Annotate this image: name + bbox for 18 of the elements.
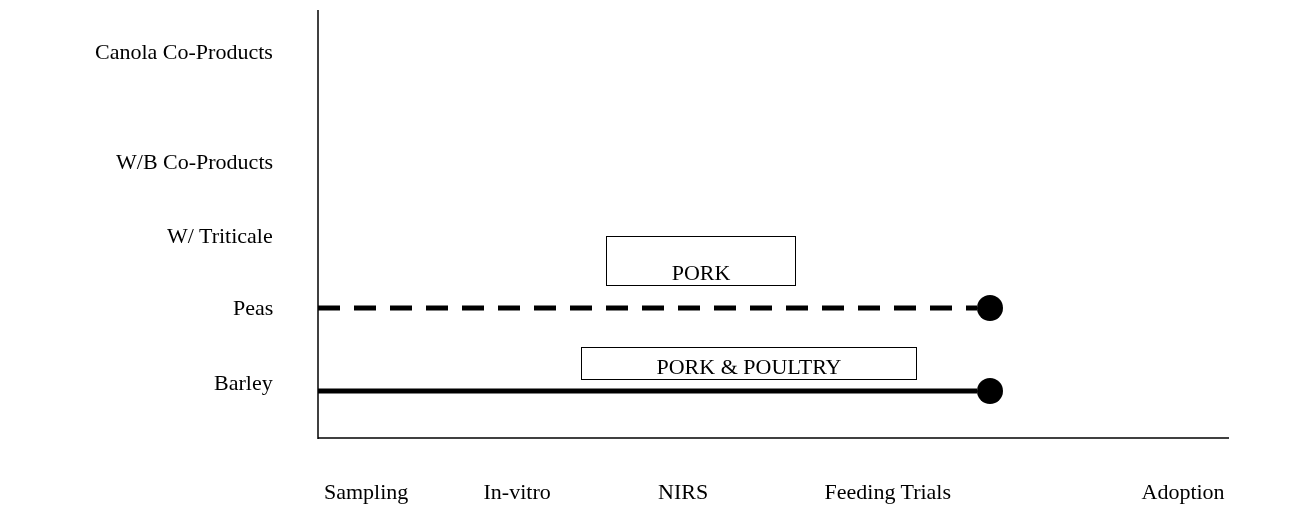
box-label: PORK & POULTRY [656, 355, 842, 379]
box-label: PORK [671, 261, 731, 285]
row-label: Barley [214, 370, 273, 396]
stage-label: Sampling [324, 479, 409, 505]
end-dot [977, 378, 1003, 404]
row-label: W/B Co-Products [116, 149, 274, 175]
stage-label: In-vitro [483, 479, 551, 505]
progress-line [318, 388, 977, 394]
row-label: Peas [233, 295, 274, 321]
stage-label: NIRS [658, 479, 709, 505]
progress-line [318, 305, 977, 311]
end-dot [977, 295, 1003, 321]
row-label: W/ Triticale [167, 223, 273, 249]
stage-label: Feeding Trials [824, 479, 952, 505]
stage-label: Adoption [1141, 479, 1225, 505]
row-label: Canola Co-Products [95, 39, 273, 65]
label-box [581, 347, 917, 380]
label-box [606, 236, 796, 286]
